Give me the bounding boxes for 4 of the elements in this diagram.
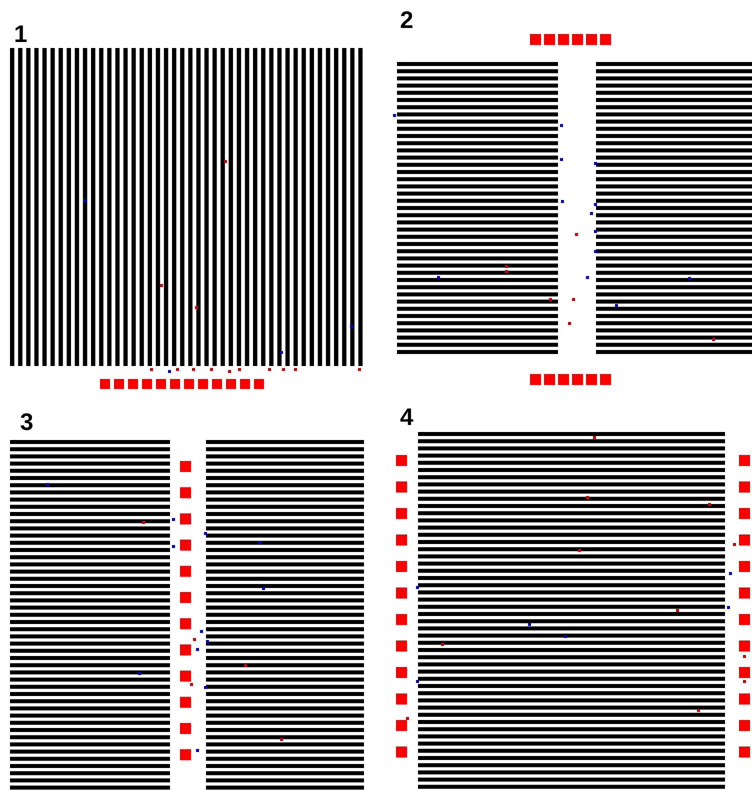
panel-number: 3 — [20, 410, 34, 436]
panel-number: 1 — [14, 22, 28, 48]
panel-number: 4 — [400, 405, 414, 431]
panel-number: 2 — [400, 8, 414, 34]
